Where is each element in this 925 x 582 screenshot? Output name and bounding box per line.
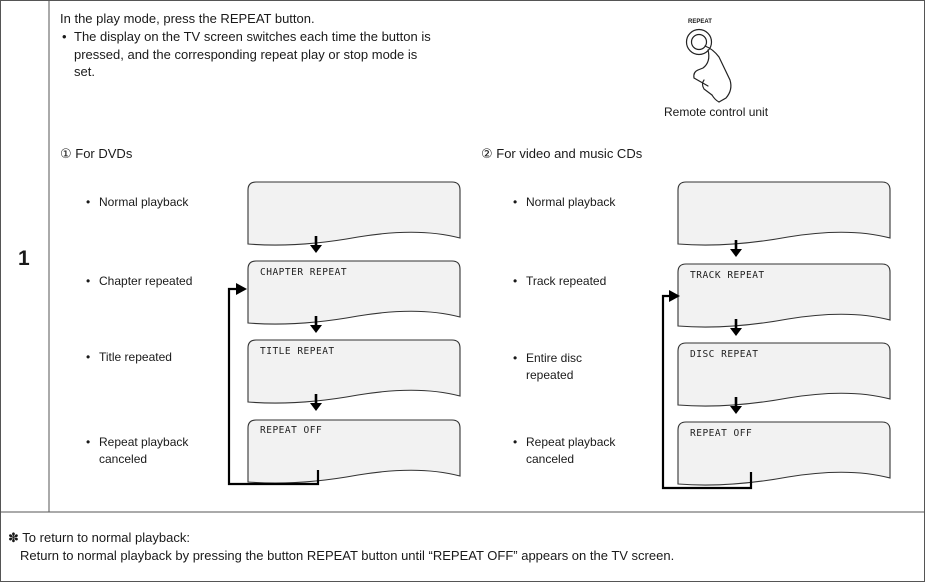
cd-item-label: Repeat playback bbox=[526, 435, 616, 449]
dvd-item-label: Normal playback bbox=[99, 195, 189, 209]
remote-caption: Remote control unit bbox=[664, 105, 769, 119]
cd-screens bbox=[661, 181, 891, 490]
loop-back-arrow-icon bbox=[236, 283, 247, 295]
dvd-item-label: Title repeated bbox=[99, 350, 172, 364]
note-title: ✽ To return to normal playback: bbox=[8, 530, 190, 546]
intro-bullet-line: set. bbox=[74, 64, 95, 79]
cd-item-label: Track repeated bbox=[526, 274, 607, 288]
cd-item-bullet: • bbox=[513, 351, 518, 365]
hand-pressing-button-icon bbox=[685, 28, 732, 103]
dvd-item-label: canceled bbox=[99, 452, 148, 466]
asterisk-icon: ✽ bbox=[8, 530, 19, 545]
dvd-item-label: Chapter repeated bbox=[99, 274, 193, 288]
tv-screen-text: TITLE REPEAT bbox=[260, 346, 335, 357]
dvd-item-bullet: • bbox=[86, 350, 91, 364]
dvd-item-bullet: • bbox=[86, 274, 91, 288]
dvd-screens bbox=[227, 181, 461, 486]
cd-item-bullet: • bbox=[513, 195, 518, 209]
dvd-item-label: Repeat playback bbox=[99, 435, 189, 449]
tv-screen-text: DISC REPEAT bbox=[690, 349, 759, 360]
cd-item-label: Normal playback bbox=[526, 195, 616, 209]
intro-instruction: In the play mode, press the REPEAT butto… bbox=[60, 11, 315, 26]
tv-screen-normal bbox=[247, 181, 461, 246]
intro-bullet-line: The display on the TV screen switches ea… bbox=[74, 29, 431, 44]
note-title-text: To return to normal playback: bbox=[22, 530, 190, 545]
dvd-item-bullet: • bbox=[86, 435, 91, 449]
cd-item-label: repeated bbox=[526, 368, 574, 382]
intro-bullet: • bbox=[62, 29, 67, 44]
tv-screen-normal bbox=[677, 181, 891, 246]
loop-back-line bbox=[227, 287, 320, 486]
cd-item-label: Entire disc bbox=[526, 351, 583, 365]
cd-heading: ② For video and music CDs bbox=[481, 146, 643, 161]
tv-screen-text: TRACK REPEAT bbox=[690, 270, 765, 281]
note-body: Return to normal playback by pressing th… bbox=[20, 548, 675, 563]
tv-screen-text: REPEAT OFF bbox=[260, 425, 323, 436]
dvd-item-bullet: • bbox=[86, 195, 91, 209]
intro-bullet-line: pressed, and the corresponding repeat pl… bbox=[74, 47, 418, 62]
dvd-heading: ① For DVDs bbox=[60, 146, 133, 161]
cd-item-bullet: • bbox=[513, 274, 518, 288]
tv-screen-text: CHAPTER REPEAT bbox=[260, 267, 348, 278]
loop-back-arrow-icon bbox=[669, 290, 680, 302]
cd-item-label: canceled bbox=[526, 452, 575, 466]
step-number: 1 bbox=[18, 247, 30, 270]
remote-button-label: REPEAT bbox=[688, 19, 712, 25]
loop-back-line bbox=[661, 294, 753, 490]
cd-item-bullet: • bbox=[513, 435, 518, 449]
tv-screen-text: REPEAT OFF bbox=[690, 428, 753, 439]
